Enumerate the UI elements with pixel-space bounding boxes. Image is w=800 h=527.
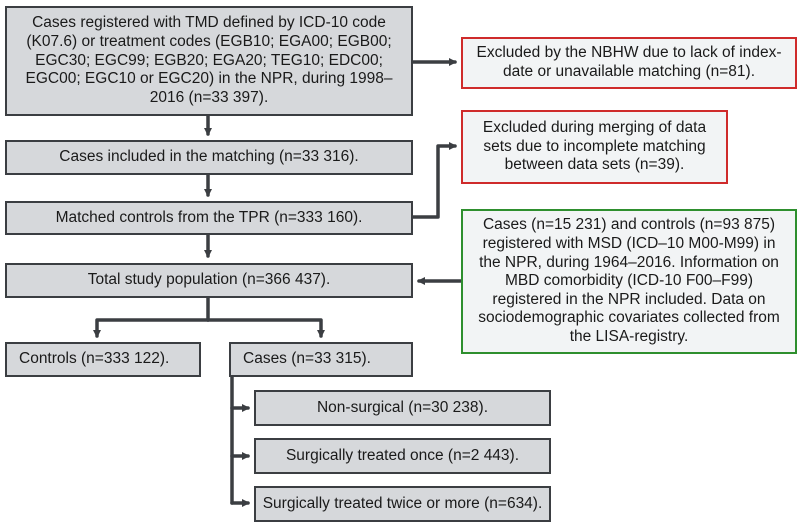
registered-cases-text: Cases registered with TMD defined by ICD… [25,13,393,107]
box-controls: Controls (n=333 122). [5,342,201,377]
excluded-merging-text: Excluded during merging of data sets due… [482,118,707,174]
cases-text: Cases (n=33 315). [243,350,371,368]
total-study-population-text: Total study population (n=366 437). [87,271,331,289]
box-excluded-nbhw: Excluded by the NBHW due to lack of inde… [461,37,797,89]
box-cases-in-matching: Cases included in the matching (n=33 316… [5,140,413,175]
box-matched-controls-tpr: Matched controls from the TPR (n=333 160… [5,201,413,235]
box-excluded-merging: Excluded during merging of data sets due… [461,110,728,184]
box-surgically-treated-twice: Surgically treated twice or more (n=634)… [254,486,551,522]
non-surgical-text: Non-surgical (n=30 238). [316,398,489,416]
box-non-surgical: Non-surgical (n=30 238). [254,390,551,426]
included-msd-text: Cases (n=15 231) and controls (n=93 875)… [478,216,780,345]
excluded-nbhw-text: Excluded by the NBHW due to lack of inde… [476,44,782,80]
arrow-to-excluded-merge [411,142,457,219]
box-cases: Cases (n=33 315). [229,342,413,377]
cases-in-matching-text: Cases included in the matching (n=33 316… [59,148,359,166]
box-included-msd: Cases (n=15 231) and controls (n=93 875)… [461,209,797,354]
surgically-treated-once-text: Surgically treated once (n=2 443). [285,446,520,464]
controls-text: Controls (n=333 122). [19,350,170,368]
arrow-to-controls [93,318,210,338]
box-total-study-population: Total study population (n=366 437). [5,263,413,298]
matched-controls-tpr-text: Matched controls from the TPR (n=333 160… [55,208,363,226]
surgically-treated-twice-text: Surgically treated twice or more (n=634)… [262,494,543,512]
box-registered-cases: Cases registered with TMD defined by ICD… [5,6,413,116]
box-surgically-treated-once: Surgically treated once (n=2 443). [254,438,551,474]
arrow-to-cases [206,318,325,338]
